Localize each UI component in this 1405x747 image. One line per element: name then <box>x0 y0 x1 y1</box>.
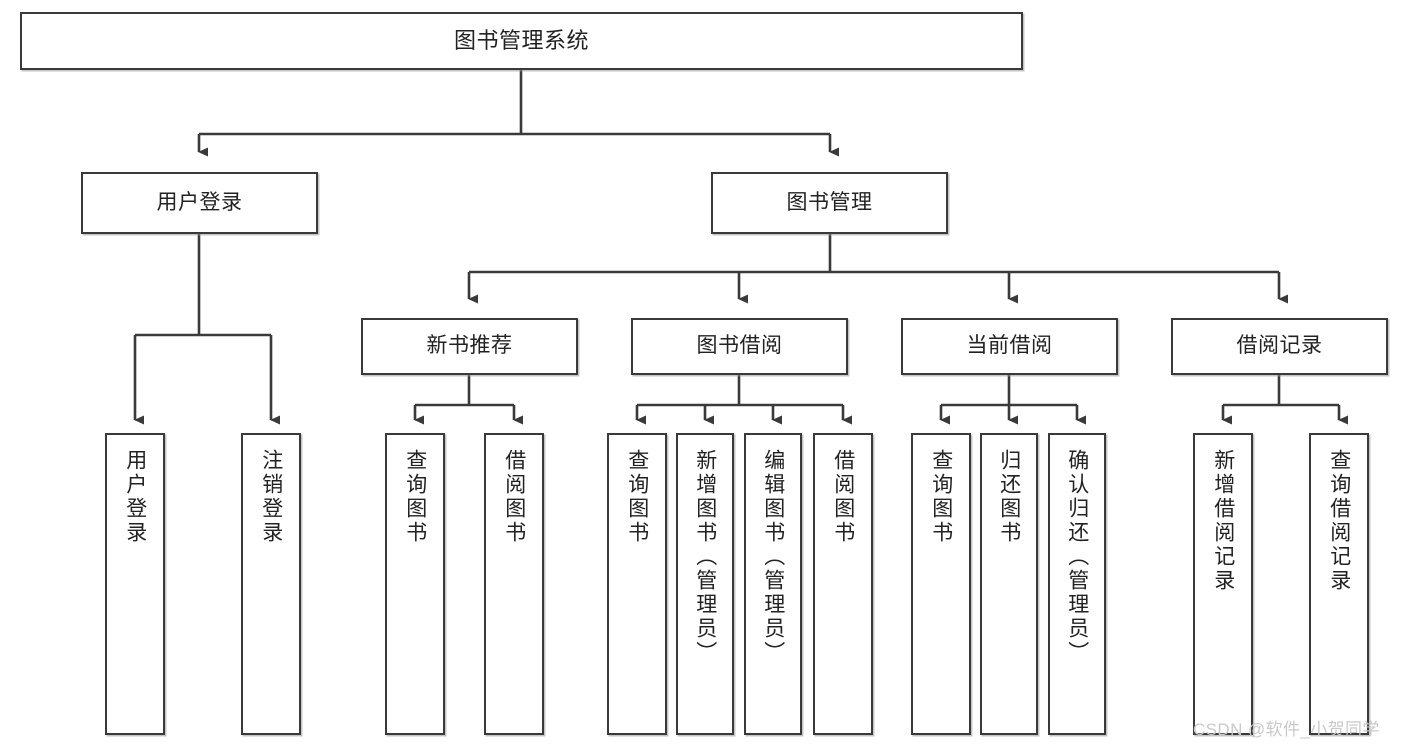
node-leaf-borrow-book-2[interactable]: 借阅图书 <box>813 433 873 735</box>
node-user-login[interactable]: 用户登录 <box>81 172 318 234</box>
node-new-book-recommend[interactable]: 新书推荐 <box>361 318 578 375</box>
node-leaf-user-logout-label: 注销登录 <box>259 449 283 545</box>
node-leaf-edit-book[interactable]: 编辑图书（管理员） <box>744 433 802 735</box>
node-current-borrow[interactable]: 当前借阅 <box>901 318 1118 375</box>
node-leaf-add-record-label: 新增借阅记录 <box>1211 449 1235 593</box>
node-leaf-user-login[interactable]: 用户登录 <box>105 433 165 735</box>
node-book-borrow[interactable]: 图书借阅 <box>631 318 848 375</box>
node-leaf-query-book-2-label: 查询图书 <box>625 449 649 545</box>
node-leaf-borrow-book-1-label: 借阅图书 <box>502 449 526 545</box>
node-leaf-user-login-label: 用户登录 <box>123 449 147 545</box>
node-leaf-add-book-label: 新增图书（管理员） <box>693 449 717 665</box>
node-user-login-label: 用户登录 <box>156 190 243 214</box>
node-borrow-record-label: 借阅记录 <box>1236 334 1323 358</box>
node-leaf-user-logout[interactable]: 注销登录 <box>241 433 301 735</box>
node-leaf-query-record-label: 查询借阅记录 <box>1327 449 1351 593</box>
node-current-borrow-label: 当前借阅 <box>966 334 1053 358</box>
node-leaf-borrow-book-2-label: 借阅图书 <box>831 449 855 545</box>
node-leaf-edit-book-label: 编辑图书（管理员） <box>761 449 785 665</box>
node-borrow-record[interactable]: 借阅记录 <box>1171 318 1388 375</box>
node-book-manage[interactable]: 图书管理 <box>711 172 948 234</box>
node-leaf-return-book-label: 归还图书 <box>997 449 1021 545</box>
node-leaf-query-book-1-label: 查询图书 <box>403 449 427 545</box>
node-leaf-add-book[interactable]: 新增图书（管理员） <box>676 433 734 735</box>
node-leaf-borrow-book-1[interactable]: 借阅图书 <box>484 433 544 735</box>
node-leaf-query-book-1[interactable]: 查询图书 <box>385 433 445 735</box>
node-book-manage-label: 图书管理 <box>786 190 873 214</box>
node-leaf-confirm-return-label: 确认归还（管理员） <box>1065 449 1089 665</box>
node-leaf-add-record[interactable]: 新增借阅记录 <box>1193 433 1253 735</box>
node-leaf-query-record[interactable]: 查询借阅记录 <box>1309 433 1369 735</box>
node-leaf-query-book-3[interactable]: 查询图书 <box>911 433 971 735</box>
node-leaf-query-book-2[interactable]: 查询图书 <box>607 433 667 735</box>
node-new-book-recommend-label: 新书推荐 <box>426 334 513 358</box>
node-root-label: 图书管理系统 <box>453 28 589 54</box>
node-book-borrow-label: 图书借阅 <box>696 334 783 358</box>
node-leaf-confirm-return[interactable]: 确认归还（管理员） <box>1048 433 1106 735</box>
node-leaf-query-book-3-label: 查询图书 <box>929 449 953 545</box>
node-root[interactable]: 图书管理系统 <box>20 12 1023 70</box>
node-leaf-return-book[interactable]: 归还图书 <box>980 433 1038 735</box>
csdn-watermark: CSDN @软件_小贺同学 <box>1193 720 1380 739</box>
